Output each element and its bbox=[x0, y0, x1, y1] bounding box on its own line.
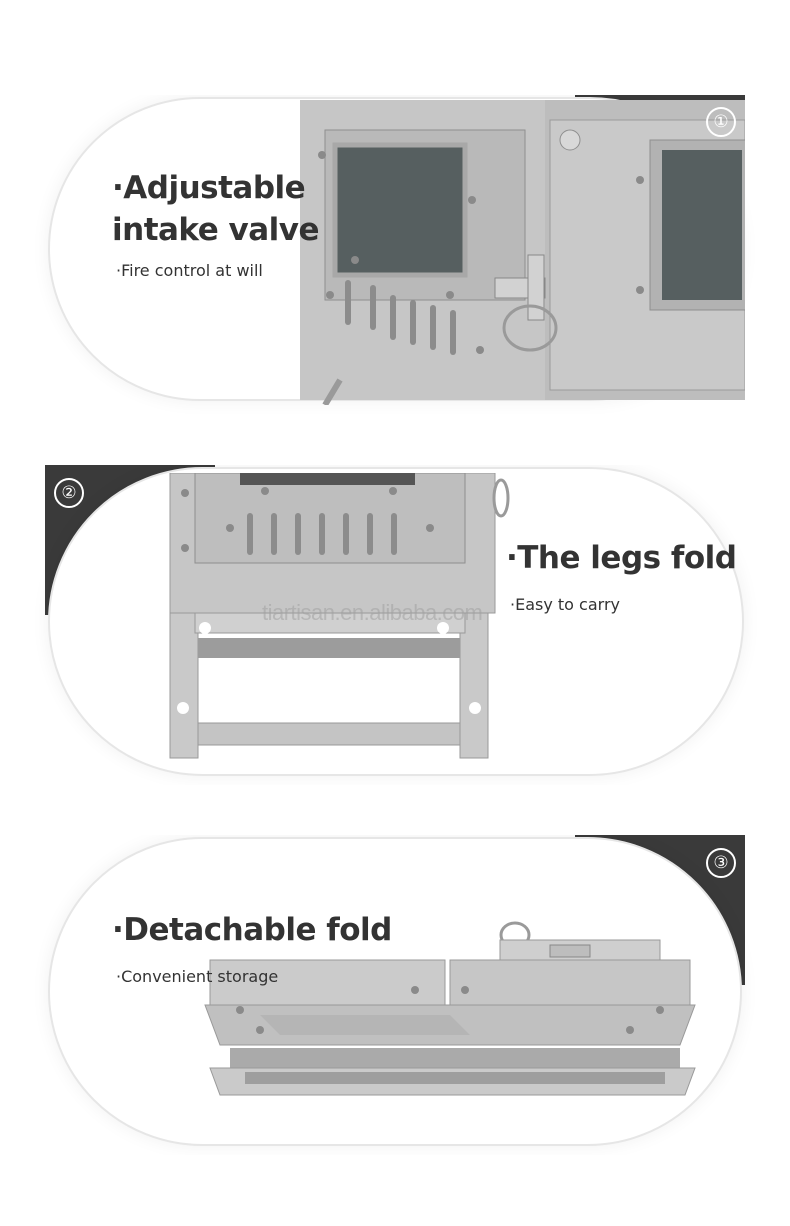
section-number-badge: ① bbox=[706, 107, 736, 137]
stove-intake-valve-photo bbox=[300, 100, 745, 405]
section-subtitle: ·Easy to carry bbox=[510, 595, 620, 614]
stove-folded-legs-photo bbox=[169, 473, 510, 759]
feature-section-legs-fold: tiartisan.en.alibaba.com ② ·The legs fol… bbox=[0, 465, 790, 785]
section-number-badge: ③ bbox=[706, 848, 736, 878]
feature-section-intake-valve: ① ·Adjustable intake valve ·Fire control… bbox=[0, 95, 790, 415]
section-number-badge: ② bbox=[54, 478, 84, 508]
section-subtitle: ·Fire control at will bbox=[116, 261, 263, 280]
feature-section-detachable-fold: ③ ·Detachable fold ·Convenient storage bbox=[0, 835, 790, 1155]
section-title: ·Detachable fold bbox=[112, 912, 392, 948]
section-title: ·Adjustable intake valve bbox=[112, 170, 320, 248]
watermark-text: tiartisan.en.alibaba.com bbox=[262, 600, 483, 625]
section-subtitle: ·Convenient storage bbox=[116, 967, 279, 986]
section-title: ·The legs fold bbox=[506, 540, 737, 576]
stove-flat-folded-photo bbox=[204, 921, 696, 1096]
